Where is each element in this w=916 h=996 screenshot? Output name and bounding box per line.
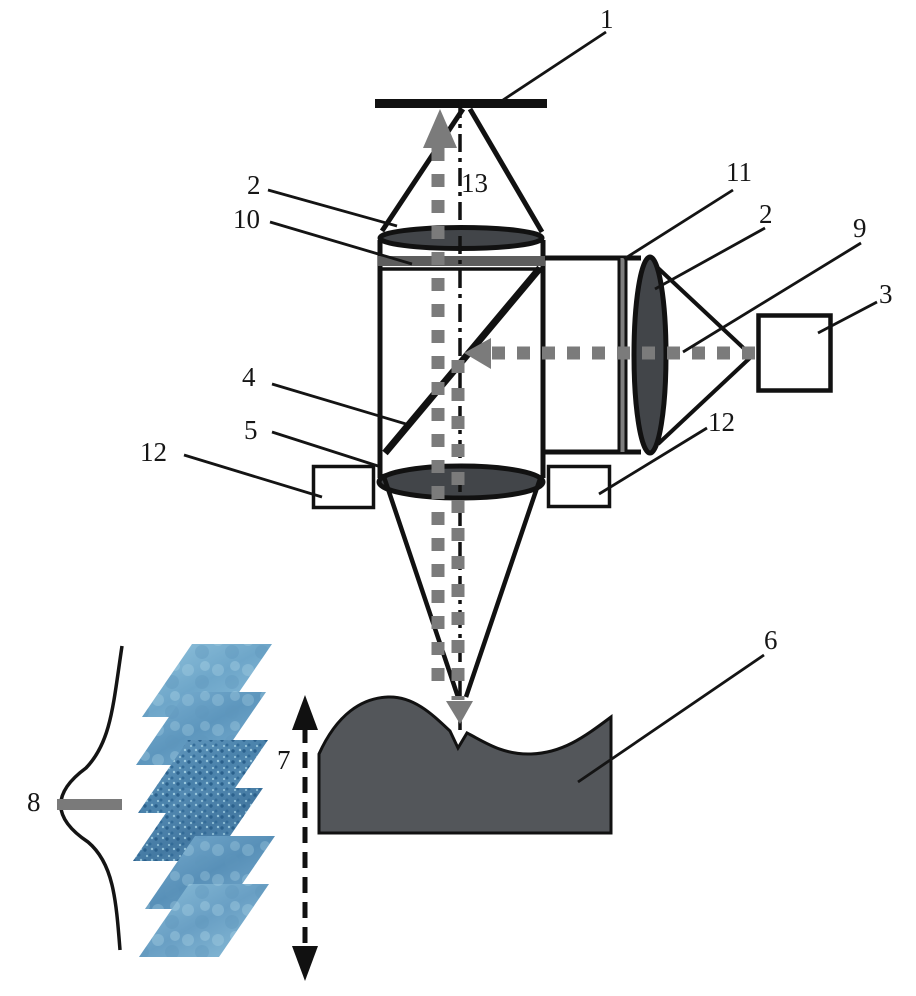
z-scan-arrow: [292, 695, 318, 981]
image-slice-focused: [138, 740, 268, 813]
label-10: 10: [233, 204, 260, 234]
beam-arrow-left-icon: [464, 338, 491, 369]
upper-cone: [379, 107, 545, 234]
arrow-up-icon: [292, 695, 318, 730]
return-beam: [423, 109, 457, 690]
label-3: 3: [879, 279, 893, 309]
label-8: 8: [27, 787, 41, 817]
label-11: 11: [726, 157, 752, 187]
image-slice: [142, 644, 272, 717]
leader-2-left: [267, 188, 398, 228]
label-4: 4: [242, 362, 256, 392]
leader-1: [502, 30, 607, 102]
illumination-beam-vertical: [446, 360, 473, 724]
beam-arrow-down-icon: [446, 701, 473, 724]
leader-11: [623, 188, 734, 261]
illumination-beam-horizontal: [464, 338, 757, 369]
image-slice: [145, 836, 275, 909]
arrow-down-icon: [292, 946, 318, 981]
source-cone: [656, 266, 754, 446]
sample-surface: [317, 695, 613, 835]
label-12-right: 12: [708, 407, 735, 437]
leader-10: [269, 220, 413, 266]
leader-9: [682, 241, 862, 354]
leader-6: [577, 653, 765, 784]
leader-3: [817, 300, 878, 335]
focus-response-curve: [59, 645, 124, 951]
leader-lines: [183, 30, 878, 784]
image-slice-stack: [133, 644, 275, 957]
leader-12-right: [598, 426, 708, 496]
label-1: 1: [600, 4, 614, 34]
leader-4: [271, 382, 407, 426]
label-9: 9: [853, 213, 867, 243]
label-12-left: 12: [140, 437, 167, 467]
image-slice: [139, 884, 269, 957]
beam-arrow-up-icon: [423, 109, 457, 148]
image-slice-focused: [133, 788, 263, 861]
sensor-box-left: [311, 464, 376, 510]
label-6: 6: [764, 625, 778, 655]
leader-12-left: [183, 453, 323, 499]
label-2-left: 2: [247, 170, 261, 200]
focal-plane-bar: [57, 799, 122, 810]
label-2-right: 2: [759, 199, 773, 229]
light-source-box: [756, 313, 833, 393]
label-7: 7: [277, 745, 291, 775]
leader-5: [271, 430, 379, 468]
label-13: 13: [461, 168, 488, 198]
label-5: 5: [244, 415, 258, 445]
image-slice: [136, 692, 266, 765]
leader-2-right: [654, 226, 766, 291]
lower-cone: [380, 473, 544, 698]
sensor-box-right: [546, 464, 612, 509]
